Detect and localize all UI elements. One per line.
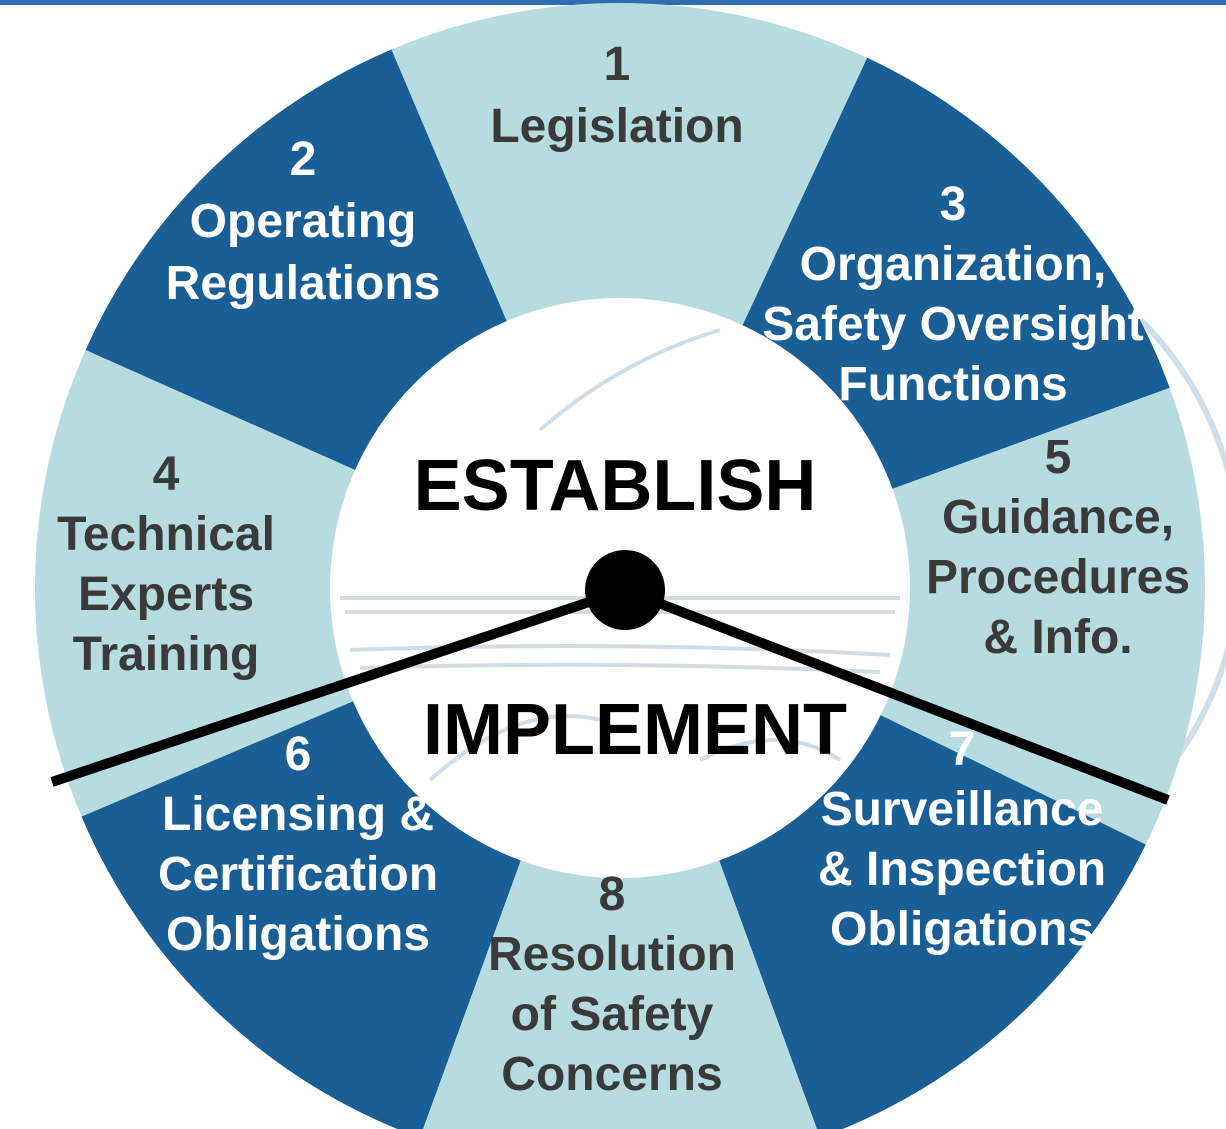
segment-7-line-1: Surveillance	[821, 783, 1104, 836]
segment-8-line-3: Concerns	[501, 1048, 722, 1101]
segment-5-number: 5	[1045, 431, 1072, 484]
segment-2-line-1: Operating	[190, 195, 417, 248]
segment-3-number: 3	[940, 178, 967, 231]
establish-label: ESTABLISH	[414, 446, 817, 526]
segment-4-wedge	[34, 350, 621, 817]
segment-3-line-3: Functions	[838, 358, 1067, 411]
hub-dot	[585, 550, 665, 630]
segment-2-number: 2	[290, 133, 317, 186]
segment-8-number: 8	[599, 868, 626, 921]
segment-3-line-1: Organization,	[800, 238, 1107, 291]
segment-4-line-3: Training	[73, 628, 260, 681]
segment-1-wedge	[391, 2, 868, 588]
segment-2-line-2: Regulations	[166, 257, 441, 310]
segment-6-line-3: Obligations	[166, 908, 430, 961]
segment-8-line-2: of Safety	[511, 988, 714, 1041]
segment-7-number: 7	[949, 723, 976, 776]
segment-8-line-1: Resolution	[488, 928, 736, 981]
segment-5-line-3: & Info.	[983, 611, 1132, 664]
segment-7-line-3: Obligations	[830, 903, 1094, 956]
segment-5-line-1: Guidance,	[942, 491, 1174, 544]
establish-implement-divider	[50, 550, 1170, 805]
segment-6-line-2: Certification	[158, 848, 438, 901]
segment-6-number: 6	[285, 728, 312, 781]
segment-1-number: 1	[604, 38, 631, 91]
segment-1-line-1: Legislation	[490, 100, 743, 153]
segment-4-number: 4	[153, 448, 180, 501]
segment-3-line-2: Safety Oversight	[762, 298, 1143, 351]
implement-label: IMPLEMENT	[423, 690, 847, 770]
segment-4-line-1: Technical	[57, 508, 275, 561]
segment-5-wedge	[620, 387, 1205, 845]
segment-7-line-2: & Inspection	[818, 843, 1106, 896]
segment-4-line-2: Experts	[78, 568, 254, 621]
top-accent-bar	[0, 0, 1226, 5]
segment-5-line-2: Procedures	[926, 551, 1190, 604]
segment-6-line-1: Licensing &	[162, 788, 434, 841]
